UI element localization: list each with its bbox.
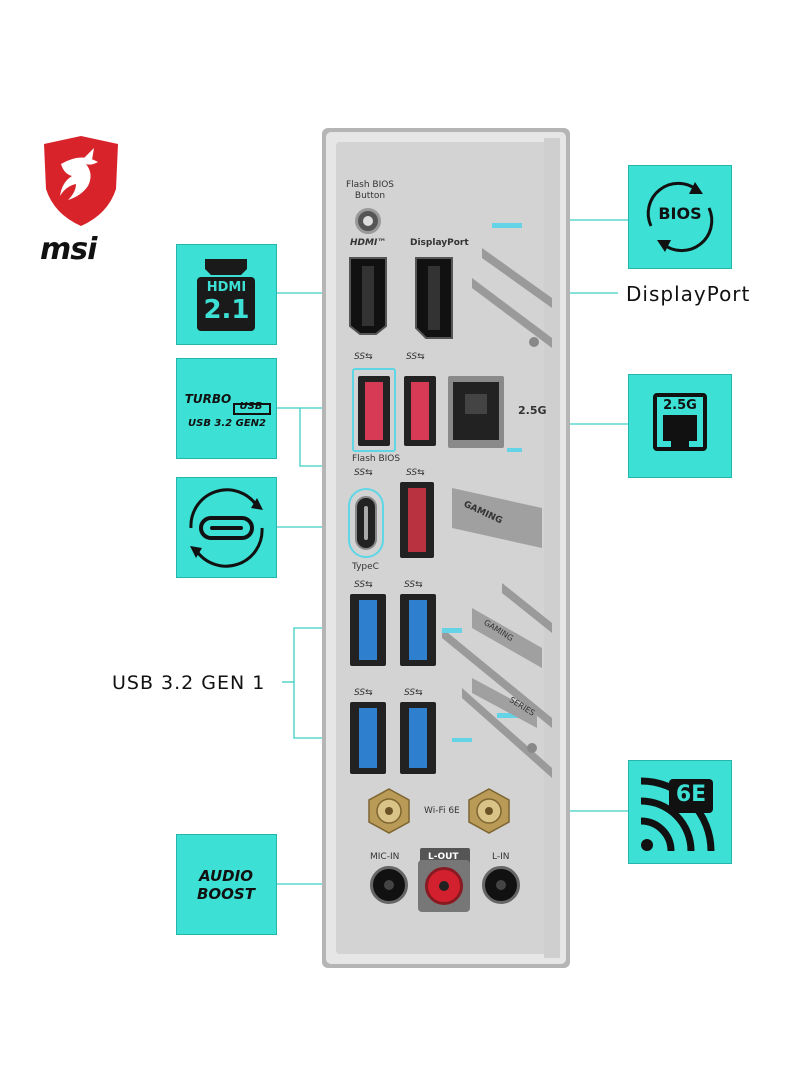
lan-2-5g-tile: 2.5G — [628, 374, 732, 478]
usb-type-c-highlight — [348, 488, 384, 558]
hdmi-logo: HDMI™ — [350, 238, 387, 248]
usb-3-2-gen-1-callout: USB 3.2 GEN 1 — [112, 672, 266, 694]
displayport-label: DisplayPort — [410, 238, 469, 248]
typec-label: TypeC — [352, 562, 379, 572]
usb-a-gen2-port-2[interactable] — [400, 482, 434, 558]
usb-type-c-port[interactable] — [355, 496, 377, 550]
usb-a-port-flash-bios-highlight — [352, 368, 396, 452]
line-in-jack[interactable] — [482, 866, 520, 904]
ss10-label-1: SS⇆ — [354, 352, 373, 362]
ss-label-5: SS⇆ — [354, 580, 373, 590]
lan-port[interactable] — [448, 376, 504, 448]
usb-a-gen2-port[interactable] — [404, 376, 436, 446]
wifi-tile-text: 6E — [675, 782, 707, 807]
msi-logo: msi — [36, 134, 126, 274]
usb-type-c-tile — [176, 477, 277, 578]
hdmi-tile-line1: HDMI — [206, 280, 247, 295]
flash-bios-button-label: Flash BIOS Button — [345, 180, 395, 201]
brand-name: msi — [40, 232, 97, 267]
hdmi-tile-line2: 2.1 — [203, 295, 250, 325]
ss-label-7: SS⇆ — [354, 688, 373, 698]
audio-boost-line2: BOOST — [197, 885, 255, 903]
l-in-label: L-IN — [492, 852, 510, 862]
ss10-label-4: SS⇆ — [406, 468, 425, 478]
lan-port-icon — [653, 393, 707, 451]
hdmi-2-1-icon — [197, 259, 255, 331]
lan-speed-label: 2.5G — [518, 404, 547, 417]
line-out-jack[interactable] — [425, 867, 463, 905]
usb-a-gen1-port-4[interactable] — [400, 702, 436, 774]
bios-tile-text: BIOS — [658, 204, 702, 223]
wifi-6e-tile: 6E — [628, 760, 732, 864]
bios-refresh-icon — [646, 181, 714, 253]
ss-label-8: SS⇆ — [404, 688, 423, 698]
ss10-label-2: SS⇆ — [406, 352, 425, 362]
ss-label-6: SS⇆ — [404, 580, 423, 590]
usb-a-gen1-port-2[interactable] — [400, 594, 436, 666]
usb-a-gen1-port-3[interactable] — [350, 702, 386, 774]
io-shield-panel: Flash BIOS Button HDMI™ DisplayPort SS⇆ … — [322, 128, 570, 968]
turbo-usb-icon — [233, 403, 271, 415]
mic-in-label: MIC-IN — [370, 852, 400, 862]
l-out-label: L-OUT — [428, 852, 459, 862]
bios-tile: BIOS — [628, 165, 732, 269]
wifi-antenna-connector-1[interactable] — [366, 788, 412, 834]
usb-a-gen1-port-1[interactable] — [350, 594, 386, 666]
flash-bios-usb-label: Flash BIOS — [352, 454, 401, 464]
audio-boost-line1: AUDIO — [199, 867, 253, 885]
flash-bios-button[interactable] — [355, 208, 381, 234]
hdmi-port[interactable] — [346, 256, 390, 336]
usb-a-flash-bios-port[interactable] — [358, 376, 390, 446]
wifi-antenna-connector-2[interactable] — [466, 788, 512, 834]
turbo-usb-tile: TURBO USB USB 3.2 GEN2 — [176, 358, 277, 459]
hdmi-2-1-tile: HDMI 2.1 — [176, 244, 277, 345]
mic-in-jack[interactable] — [370, 866, 408, 904]
audio-boost-tile: AUDIO BOOST — [176, 834, 277, 935]
lan-tile-text: 2.5G — [663, 398, 697, 413]
displayport-callout: DisplayPort — [626, 282, 751, 306]
dragon-shield-icon — [44, 136, 118, 226]
displayport-port[interactable] — [412, 256, 456, 340]
ss10-label-3: SS⇆ — [354, 468, 373, 478]
wifi-label: Wi-Fi 6E — [424, 806, 460, 816]
wifi-6e-icon — [640, 777, 715, 852]
turbo-usb-line1: TURBO — [184, 392, 232, 406]
turbo-usb-line2: USB — [239, 401, 263, 412]
turbo-usb-line3: USB 3.2 GEN2 — [188, 418, 266, 429]
usb-type-c-icon — [189, 488, 264, 568]
